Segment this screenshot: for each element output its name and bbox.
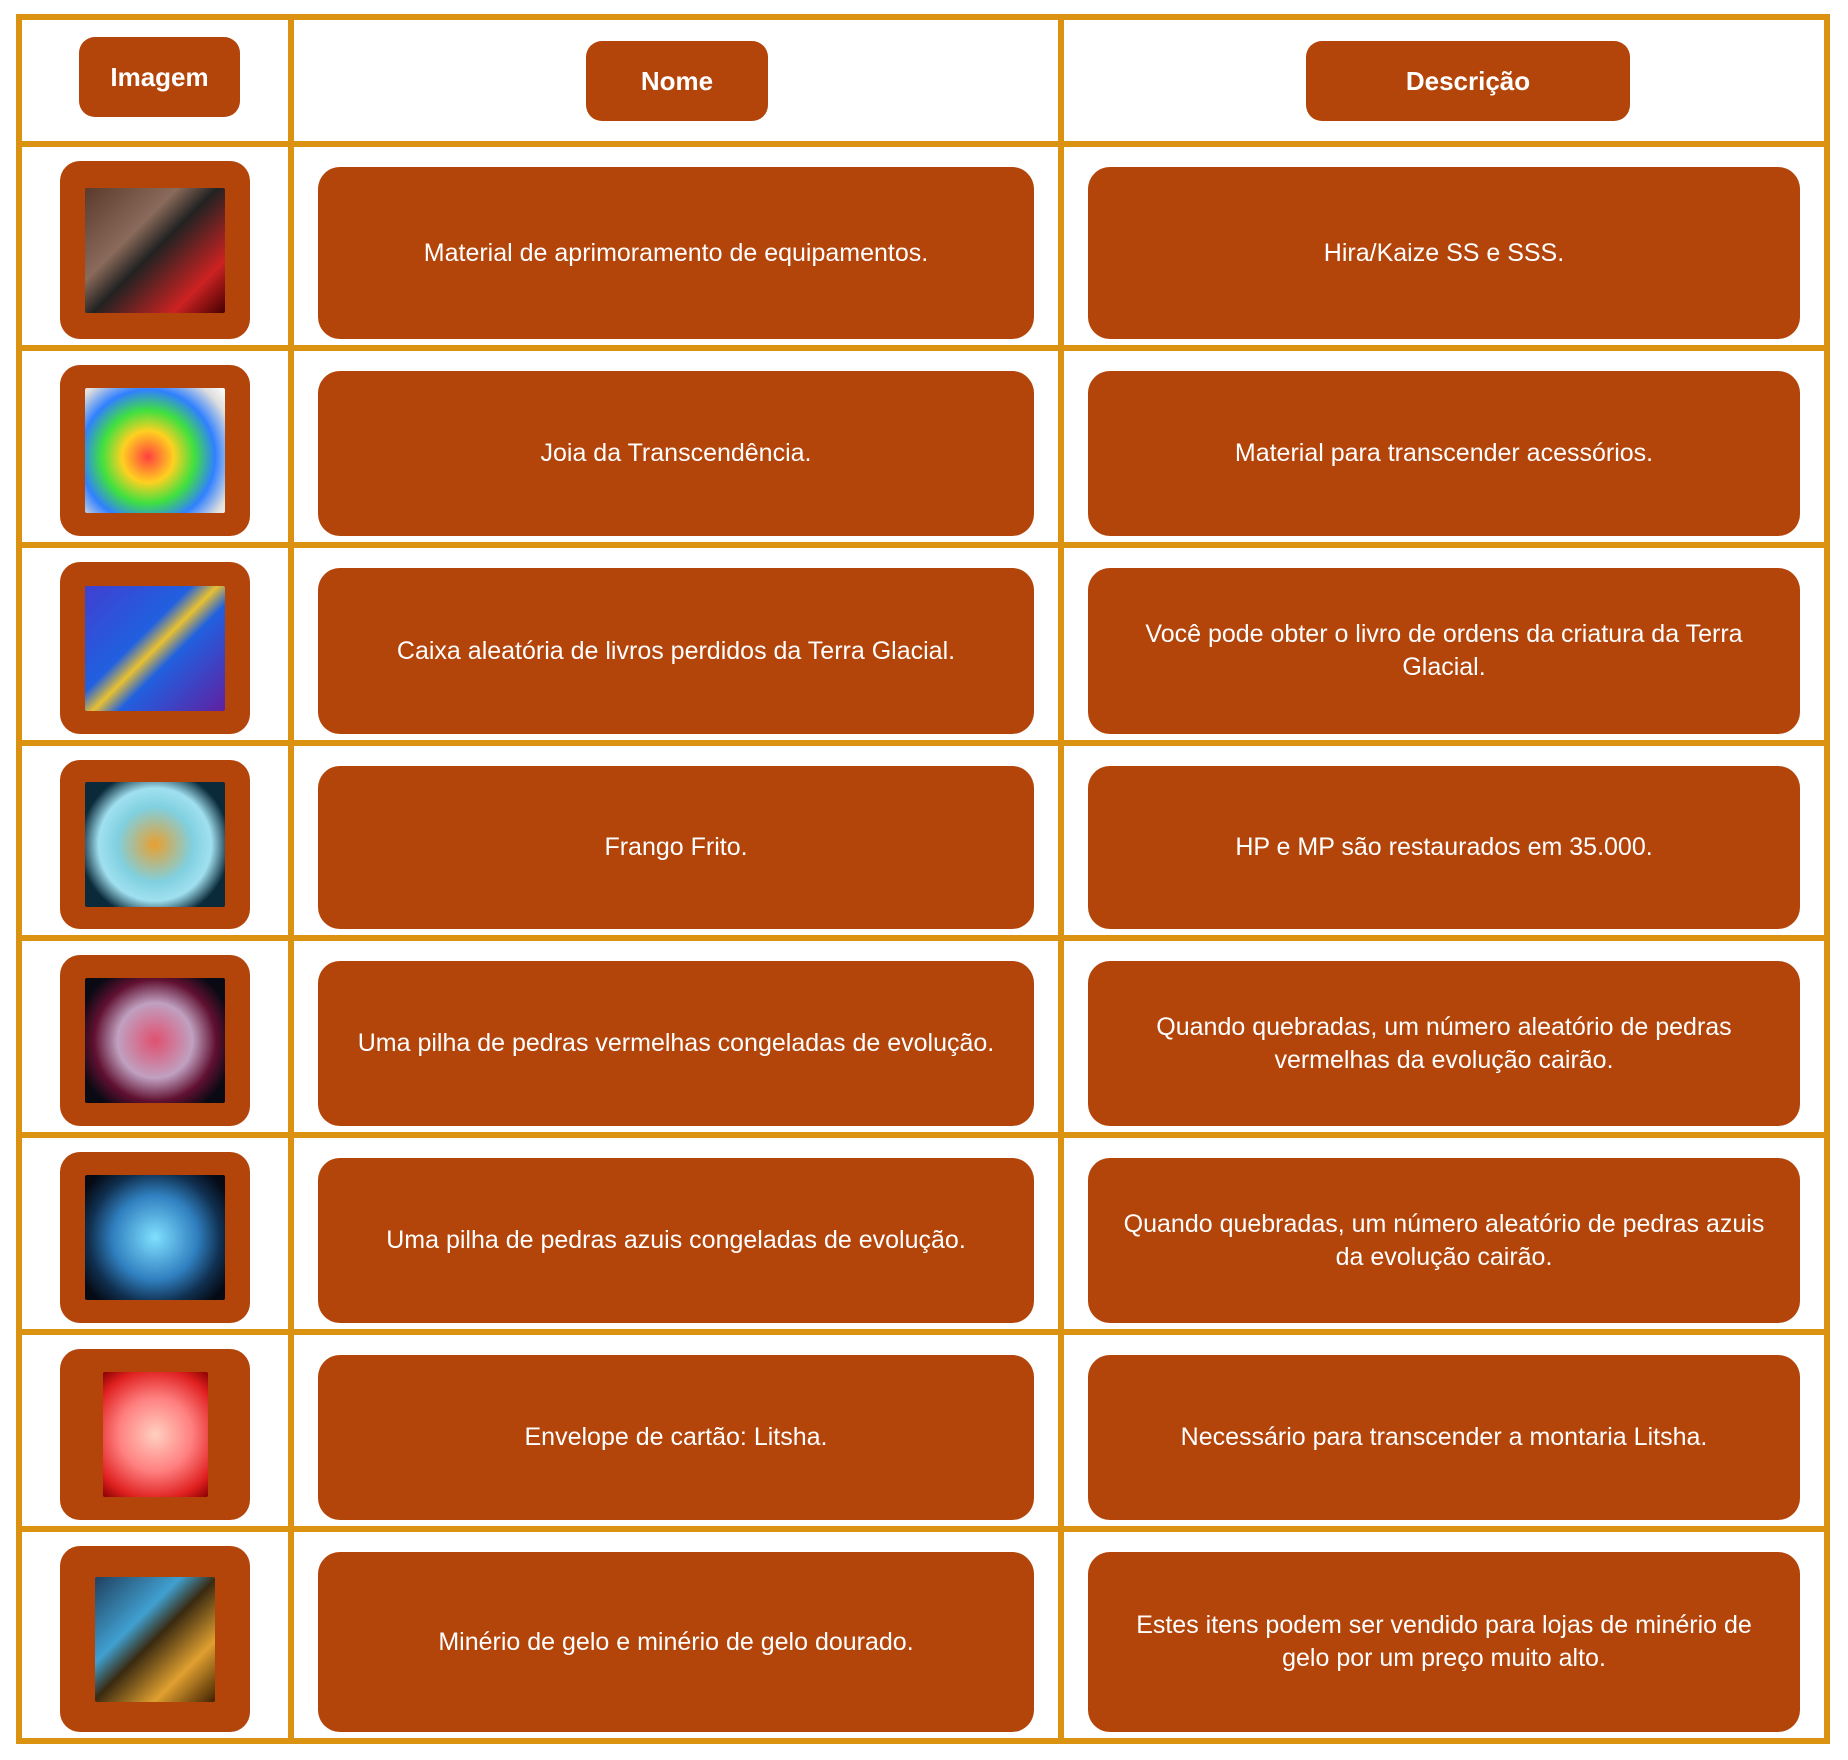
item-name: Minério de gelo e minério de gelo dourad… [318,1552,1034,1732]
item-name: Joia da Transcendência. [318,371,1034,536]
item-description: Estes itens podem ser vendido para lojas… [1088,1552,1800,1732]
description-cell: Hira/Kaize SS e SSS. [1064,147,1824,345]
image-box [60,161,250,339]
item-name: Uma pilha de pedras azuis congeladas de … [318,1158,1034,1323]
name-cell: Uma pilha de pedras azuis congeladas de … [294,1138,1058,1329]
header-name: Nome [586,41,768,121]
image-box [60,1349,250,1520]
image-cell [22,1532,288,1738]
description-cell: Você pode obter o livro de ordens da cri… [1064,548,1824,740]
description-cell: Necessário para transcender a montaria L… [1064,1335,1824,1526]
item-description: Quando quebradas, um número aleatório de… [1088,961,1800,1126]
item-description: Necessário para transcender a montaria L… [1088,1355,1800,1520]
item-name: Envelope de cartão: Litsha. [318,1355,1034,1520]
description-cell: HP e MP são restaurados em 35.000. [1064,746,1824,935]
ice-gold-ore-icon [95,1576,215,1702]
header-name-cell: Nome [294,20,1058,141]
rainbow-jewel-icon [85,388,225,513]
description-cell: Material para transcender acessórios. [1064,351,1824,542]
name-cell: Joia da Transcendência. [294,351,1058,542]
image-box [60,1152,250,1323]
image-cell [22,746,288,935]
description-cell: Quando quebradas, um número aleatório de… [1064,1138,1824,1329]
item-description: Quando quebradas, um número aleatório de… [1088,1158,1800,1323]
name-cell: Frango Frito. [294,746,1058,935]
name-cell: Material de aprimoramento de equipamento… [294,147,1058,345]
image-cell [22,941,288,1132]
name-cell: Envelope de cartão: Litsha. [294,1335,1058,1526]
image-box [60,365,250,536]
ice-ore-nuggets-icon [85,782,225,907]
image-cell [22,1335,288,1526]
name-cell: Uma pilha de pedras vermelhas congeladas… [294,941,1058,1132]
name-cell: Caixa aleatória de livros perdidos da Te… [294,548,1058,740]
name-cell: Minério de gelo e minério de gelo dourad… [294,1532,1058,1738]
header-image: Imagem [79,37,240,117]
image-box [60,562,250,734]
blue-frozen-stones-icon [85,1175,225,1300]
items-table: Imagem Nome Descrição Material de aprimo… [16,14,1830,1744]
ss-sss-material-icon [85,187,225,313]
image-cell [22,147,288,345]
gift-box-icon [85,585,225,711]
item-description: HP e MP são restaurados em 35.000. [1088,766,1800,929]
card-envelope-icon [102,1372,208,1497]
header-description: Descrição [1306,41,1630,121]
image-box [60,955,250,1126]
image-box [60,1546,250,1732]
item-description: Material para transcender acessórios. [1088,371,1800,536]
red-frozen-stones-icon [85,978,225,1103]
item-description: Você pode obter o livro de ordens da cri… [1088,568,1800,734]
description-cell: Quando quebradas, um número aleatório de… [1064,941,1824,1132]
item-name: Frango Frito. [318,766,1034,929]
item-name: Material de aprimoramento de equipamento… [318,167,1034,339]
image-cell [22,1138,288,1329]
item-description: Hira/Kaize SS e SSS. [1088,167,1800,339]
image-box [60,760,250,929]
image-cell [22,351,288,542]
item-name: Uma pilha de pedras vermelhas congeladas… [318,961,1034,1126]
item-name: Caixa aleatória de livros perdidos da Te… [318,568,1034,734]
header-description-cell: Descrição [1064,20,1824,141]
description-cell: Estes itens podem ser vendido para lojas… [1064,1532,1824,1738]
header-image-cell: Imagem [22,20,288,141]
image-cell [22,548,288,740]
